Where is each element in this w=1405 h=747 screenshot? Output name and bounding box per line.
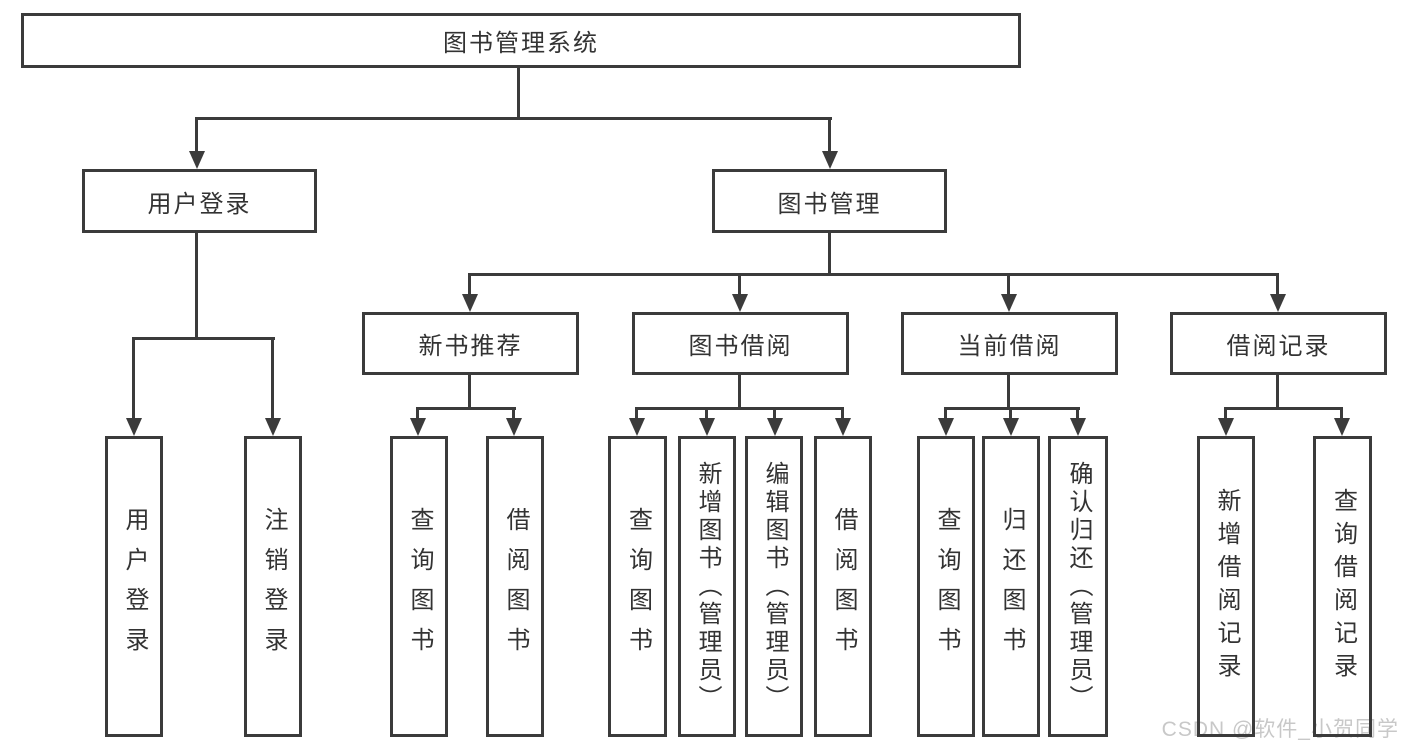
node-label: 新书推荐: [418, 333, 523, 360]
connector-line: [416, 407, 419, 421]
leaf-query-books-current: 查询图书: [917, 436, 975, 737]
leaf-label: 借阅图书: [830, 506, 857, 667]
leaf-label: 编辑图书（管理员）: [761, 460, 788, 713]
leaf-label: 用户登录: [121, 506, 148, 667]
arrow-down-icon: [1334, 418, 1350, 436]
arrow-down-icon: [1218, 418, 1234, 436]
connector-line: [1224, 407, 1343, 410]
connector-line: [738, 375, 741, 410]
connector-line: [944, 407, 947, 421]
leaf-add-books-admin: 新增图书（管理员）: [678, 436, 736, 737]
leaf-query-books-borrow: 查询图书: [608, 436, 667, 737]
node-library-system: 图书管理系统: [21, 13, 1021, 68]
leaf-confirm-return-admin: 确认归还（管理员）: [1048, 436, 1108, 737]
connector-line: [1276, 273, 1279, 296]
arrow-down-icon: [938, 418, 954, 436]
connector-line: [468, 273, 471, 296]
node-label: 借阅记录: [1226, 333, 1331, 360]
leaf-label: 查询图书: [624, 506, 652, 667]
arrow-down-icon: [1003, 418, 1019, 436]
connector-line: [132, 337, 135, 420]
node-book-borrow: 图书借阅: [632, 312, 849, 375]
arrow-down-icon: [126, 418, 142, 436]
node-label: 当前借阅: [957, 333, 1062, 360]
leaf-add-borrow-record: 新增借阅记录: [1197, 436, 1255, 737]
connector-line: [1076, 407, 1079, 421]
arrow-down-icon: [410, 418, 426, 436]
leaf-borrow-books-recommend: 借阅图书: [486, 436, 544, 737]
arrow-down-icon: [462, 294, 478, 312]
node-label: 图书借阅: [688, 333, 793, 360]
connector-line: [944, 407, 1080, 410]
connector-line: [1276, 375, 1279, 410]
connector-line: [468, 273, 1279, 276]
connector-line: [512, 407, 515, 421]
leaf-label: 新增借阅记录: [1213, 487, 1240, 686]
connector-line: [132, 337, 275, 340]
connector-line: [841, 407, 844, 421]
arrow-down-icon: [1001, 294, 1017, 312]
node-label: 图书管理: [777, 190, 882, 218]
arrow-down-icon: [629, 418, 645, 436]
connector-line: [828, 117, 831, 154]
connector-line: [773, 407, 776, 421]
leaf-label: 确认归还（管理员）: [1065, 460, 1092, 713]
arrow-down-icon: [265, 418, 281, 436]
connector-line: [635, 407, 638, 421]
leaf-borrow-books: 借阅图书: [814, 436, 872, 737]
node-label: 图书管理系统: [443, 30, 599, 57]
node-book-management: 图书管理: [712, 169, 947, 233]
arrow-down-icon: [506, 418, 522, 436]
connector-line: [1009, 407, 1012, 421]
connector-line: [1007, 273, 1010, 296]
arrow-down-icon: [732, 294, 748, 312]
connector-line: [416, 407, 516, 410]
connector-line: [195, 117, 198, 154]
leaf-return-books: 归还图书: [982, 436, 1040, 737]
arrow-down-icon: [822, 151, 838, 169]
arrow-down-icon: [699, 418, 715, 436]
leaf-edit-books-admin: 编辑图书（管理员）: [745, 436, 803, 737]
connector-line: [468, 375, 471, 410]
connector-line: [738, 273, 741, 296]
leaf-label: 查询借阅记录: [1329, 487, 1357, 686]
node-label: 用户登录: [147, 190, 252, 218]
leaf-logout: 注销登录: [244, 436, 302, 737]
connector-line: [705, 407, 708, 421]
leaf-label: 归还图书: [998, 506, 1025, 667]
connector-line: [828, 233, 831, 276]
connector-line: [635, 407, 844, 410]
leaf-label: 新增图书（管理员）: [694, 460, 721, 713]
leaf-query-books-recommend: 查询图书: [390, 436, 448, 737]
connector-line: [1007, 375, 1010, 410]
node-user-login: 用户登录: [82, 169, 317, 233]
node-current-borrow: 当前借阅: [901, 312, 1118, 375]
leaf-query-borrow-record: 查询借阅记录: [1313, 436, 1372, 737]
connector-line: [1224, 407, 1227, 421]
leaf-label: 注销登录: [260, 506, 287, 667]
connector-line: [271, 337, 274, 420]
leaf-user-login: 用户登录: [105, 436, 163, 737]
arrow-down-icon: [1070, 418, 1086, 436]
connector-line: [195, 117, 832, 120]
node-borrow-records: 借阅记录: [1170, 312, 1387, 375]
node-new-book-recommend: 新书推荐: [362, 312, 579, 375]
leaf-label: 查询图书: [406, 506, 433, 667]
leaf-label: 查询图书: [933, 506, 960, 667]
csdn-watermark: CSDN @软件_小贺同学: [1161, 718, 1399, 741]
connector-line: [1340, 407, 1343, 421]
connector-line: [195, 233, 198, 340]
connector-line: [517, 68, 520, 120]
arrow-down-icon: [767, 418, 783, 436]
arrow-down-icon: [189, 151, 205, 169]
arrow-down-icon: [1270, 294, 1286, 312]
arrow-down-icon: [835, 418, 851, 436]
leaf-label: 借阅图书: [502, 506, 529, 667]
